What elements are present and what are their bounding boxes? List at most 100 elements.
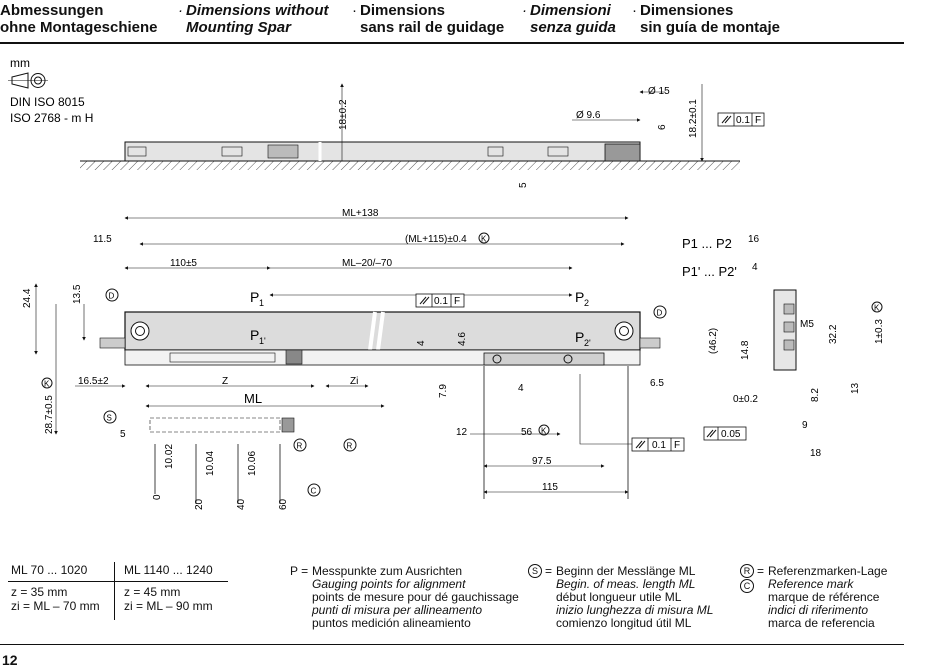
- svg-text:C: C: [311, 487, 317, 496]
- dim-10-04: 10.04: [205, 451, 216, 476]
- dim-zi: Zi: [350, 376, 358, 387]
- unit-label: mm: [10, 56, 30, 70]
- dim-13: 13: [850, 382, 861, 394]
- svg-text:1: 1: [259, 298, 264, 308]
- dim-11-5: 11.5: [93, 234, 112, 245]
- dim-18-02: 18±0.2: [338, 99, 349, 130]
- svg-text:K: K: [874, 304, 880, 313]
- svg-text:60: 60: [278, 498, 289, 510]
- svg-text:R: R: [347, 442, 353, 451]
- dim-4-b: 4: [518, 383, 524, 394]
- dim-ml-20-70: ML–20/–70: [342, 258, 392, 269]
- dim-18-2-01: 18.2±0.1: [688, 99, 699, 138]
- ml-table: ML 70 ... 1020 ML 1140 ... 1240 z = 35 m…: [8, 562, 228, 620]
- flatness-frame-middle: 0.1 F: [415, 293, 465, 308]
- standard-din-iso: DIN ISO 8015: [10, 95, 85, 109]
- svg-text:K: K: [44, 380, 50, 389]
- dim-16: 16: [748, 234, 760, 245]
- dim-5-scale: 5: [120, 429, 126, 440]
- table-divider: [8, 581, 228, 582]
- flatness-frame-top: 0.1 F: [717, 112, 765, 127]
- heading-italian: ·Dimensioni senza guida: [522, 2, 616, 36]
- dim-12: 12: [456, 427, 468, 438]
- heading-french: ·Dimensions sans rail de guidage: [352, 2, 505, 36]
- heading-german: Abmessungen ohne Montageschiene: [0, 2, 158, 36]
- dim-18: 18: [810, 448, 822, 459]
- s-circle-icon: S: [528, 564, 542, 578]
- svg-text:S: S: [107, 414, 112, 423]
- svg-text:20: 20: [194, 498, 205, 510]
- side-view: 18±0.2 Ø 15 Ø 9.6 6 18.2±0.1 5 0.1 F: [80, 83, 765, 188]
- svg-text:0.1: 0.1: [736, 115, 750, 126]
- dim-4-a: 4: [416, 340, 427, 346]
- header-rule: [0, 42, 904, 44]
- label-p1-p2-prime: P1' ... P2': [682, 264, 737, 279]
- table-col2-zi: zi = ML – 90 mm: [124, 599, 213, 613]
- dim-10-02: 10.02: [164, 444, 175, 469]
- dim-1-03: 1±0.3: [874, 319, 885, 344]
- dim-24-4: 24.4: [22, 288, 33, 308]
- dim-6: 6: [657, 124, 668, 130]
- svg-text:0.1: 0.1: [434, 296, 448, 307]
- svg-text:R: R: [297, 442, 303, 451]
- table-col1-zi: zi = ML – 70 mm: [11, 599, 100, 613]
- flatness-frame-end: 0.05: [703, 426, 747, 441]
- r-circle-icon: R: [740, 564, 754, 578]
- table-col2-z: z = 45 mm: [124, 585, 181, 599]
- svg-text:0: 0: [152, 494, 163, 500]
- dim-8-2: 8.2: [810, 388, 821, 402]
- heading-spanish: ·Dimensiones sin guía de montaje: [632, 2, 781, 36]
- dim-46-2: (46.2): [708, 328, 719, 354]
- svg-text:K: K: [481, 235, 487, 244]
- svg-text:40: 40: [236, 498, 247, 510]
- dim-0-02: 0±0.2: [733, 394, 758, 405]
- dim-ml-115: (ML+115)±0.4: [405, 234, 467, 245]
- svg-text:D: D: [657, 309, 663, 318]
- svg-text:F: F: [755, 115, 761, 126]
- dim-4-6: 4.6: [457, 332, 468, 346]
- dim-10-06: 10.06: [247, 451, 258, 476]
- standard-iso-2768: ISO 2768 - m H: [10, 111, 93, 125]
- svg-text:K: K: [541, 427, 547, 436]
- dim-110-5: 110±5: [170, 258, 197, 269]
- dim-5-top: 5: [518, 182, 529, 188]
- dim-ml: ML: [244, 391, 262, 406]
- dim-115: 115: [542, 482, 558, 493]
- tolerance-block: mm DIN ISO 8015 ISO 2768 - m H: [8, 56, 93, 125]
- table-divider: [114, 562, 115, 620]
- table-col1-header: ML 70 ... 1020: [11, 563, 88, 577]
- dim-ml-138: ML+138: [342, 208, 379, 219]
- footer-rule: [0, 644, 904, 645]
- dim-7-9: 7.9: [438, 384, 449, 398]
- dim-9: 9: [802, 420, 808, 431]
- svg-text:1': 1': [259, 336, 266, 346]
- svg-text:D: D: [109, 292, 115, 301]
- page-number: 12: [2, 652, 18, 668]
- dim-97-5: 97.5: [532, 456, 552, 467]
- dim-56: 56: [521, 427, 533, 438]
- dim-13-5: 13.5: [72, 284, 83, 304]
- dim-dia-15: Ø 15: [648, 86, 670, 97]
- dim-4-c: 4: [752, 262, 758, 273]
- flatness-frame-bottom: 0.1 F: [579, 374, 685, 452]
- c-circle-icon: C: [740, 579, 754, 593]
- heading-english: ·Dimensions without Mounting Spar: [178, 2, 329, 36]
- label-p1-p2: P1 ... P2: [682, 236, 732, 251]
- dim-6-5: 6.5: [650, 378, 664, 389]
- dim-16-5-2: 16.5±2: [78, 376, 109, 387]
- svg-text:2: 2: [584, 298, 589, 308]
- dim-z: Z: [222, 376, 228, 387]
- svg-text:2': 2': [584, 338, 591, 348]
- front-view: ML+138 11.5 (ML+115)±0.4 K 110±5 ML–20/–…: [22, 208, 685, 510]
- svg-text:0.1: 0.1: [652, 440, 666, 451]
- table-col1-z: z = 35 mm: [11, 585, 68, 599]
- svg-text:F: F: [674, 440, 680, 451]
- end-detail-view: P1 ... P2 P1' ... P2' 16 4 M5 (46.2) 14.…: [682, 234, 885, 459]
- dimension-drawing: mm DIN ISO 8015 ISO 2768 - m H 18±0.2 Ø …: [8, 56, 885, 510]
- label-p1: P: [250, 289, 259, 305]
- svg-text:P: P: [250, 327, 259, 343]
- dim-14-8: 14.8: [740, 340, 751, 360]
- svg-text:F: F: [454, 296, 460, 307]
- dim-32-2: 32.2: [828, 324, 839, 344]
- table-col2-header: ML 1140 ... 1240: [124, 563, 213, 577]
